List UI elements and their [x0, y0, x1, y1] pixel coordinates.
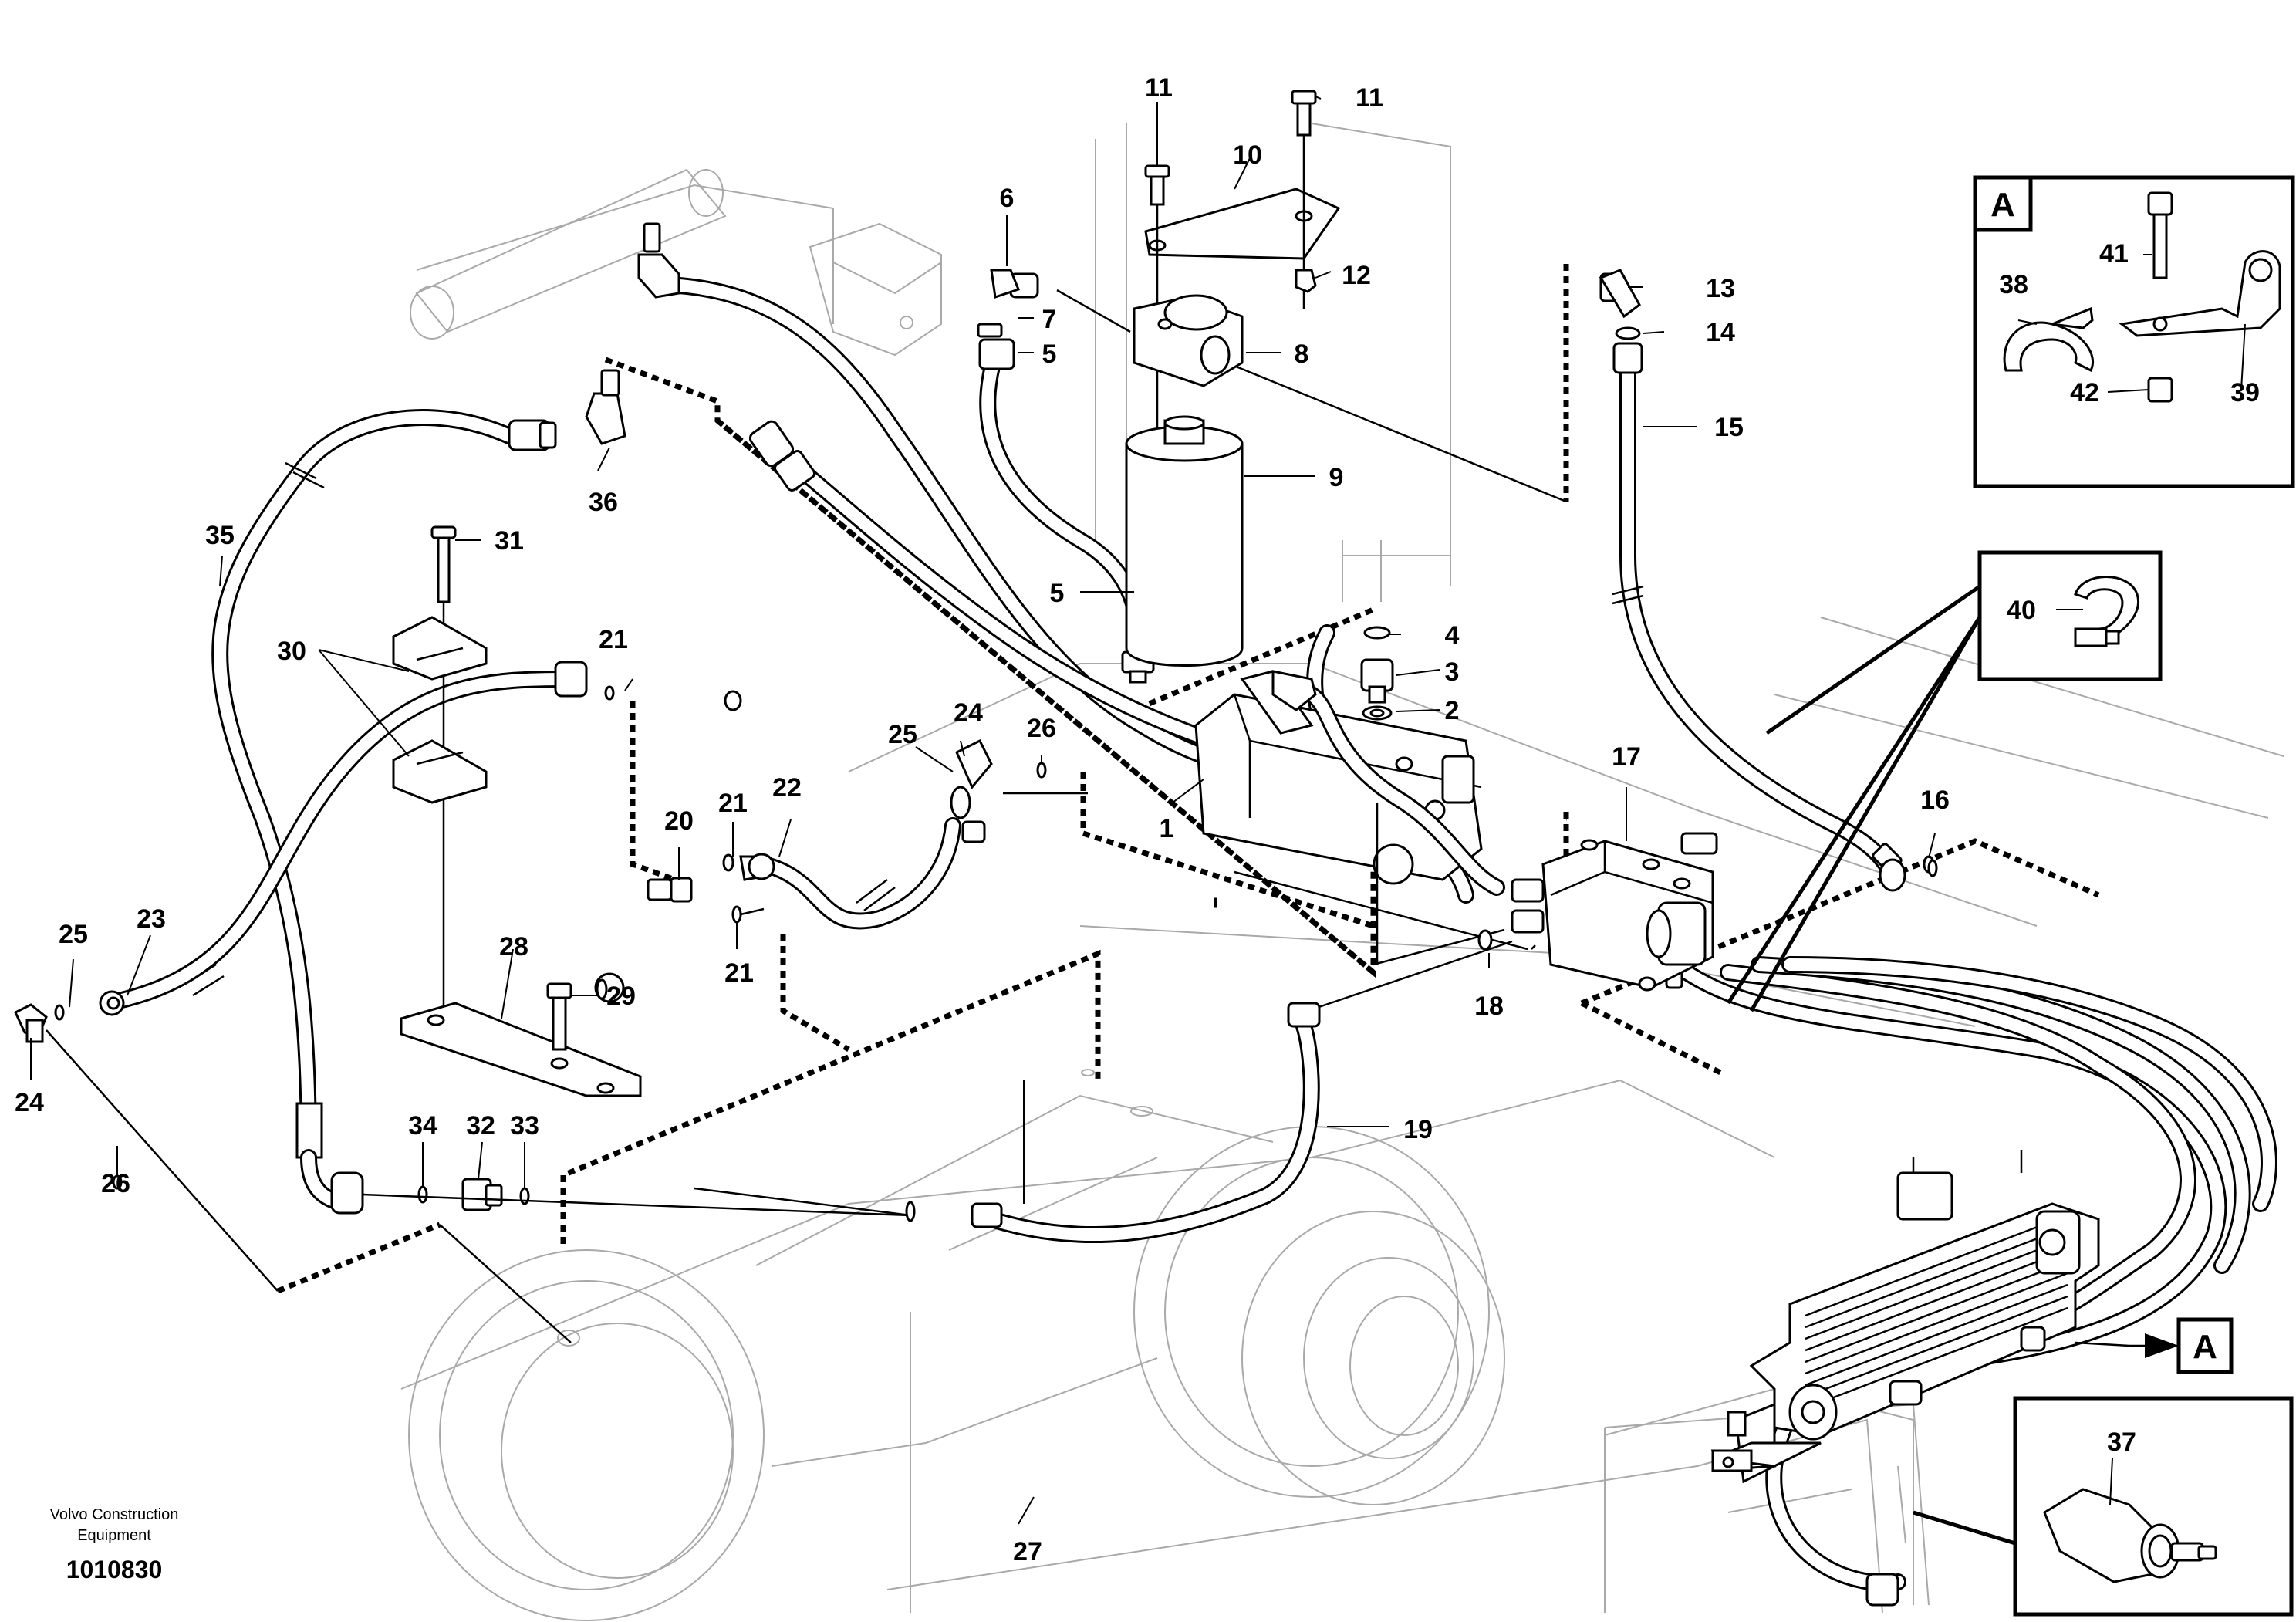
hose-23 [100, 671, 579, 1012]
callout-28: 28 [499, 932, 528, 961]
callout-11-right: 11 [1356, 83, 1383, 113]
drawing-number: 1010830 [66, 1556, 163, 1583]
callout-3: 3 [1445, 657, 1460, 687]
bracket-28 [400, 1002, 642, 1097]
axle-tube [410, 168, 727, 340]
callout-35: 35 [205, 521, 235, 550]
callout-8: 8 [1295, 340, 1309, 369]
callout-15: 15 [1714, 413, 1744, 442]
clamp-30 [392, 525, 488, 1011]
callout-12: 12 [1342, 261, 1371, 290]
callout-42: 42 [2070, 378, 2099, 407]
leader-lines [30, 96, 2246, 1525]
callout-40: 40 [2007, 596, 2036, 625]
detail-box-a: A [1973, 175, 2295, 488]
valve-17 [1511, 832, 1718, 992]
callout-1: 1 [1160, 814, 1174, 843]
axle-housing [408, 1069, 1505, 1621]
callout-33: 33 [510, 1111, 539, 1140]
callout-box-a: A [2075, 1317, 2234, 1374]
valve-items-2-3-4 [1360, 626, 1394, 721]
bolt-29 [546, 982, 572, 1051]
callout-14: 14 [1706, 318, 1735, 347]
fittings [14, 222, 1938, 1607]
filter-head-8 [1133, 294, 1244, 387]
callout-23: 23 [137, 904, 166, 934]
detail-box-40 [1977, 550, 2163, 681]
callout-7: 7 [1042, 305, 1057, 334]
hose-cooler-bundle [1658, 948, 2277, 1592]
oil-cooler [1710, 1150, 2100, 1484]
callout-18: 18 [1474, 992, 1504, 1021]
callout-5-mid: 5 [1050, 579, 1065, 608]
callout-6: 6 [1000, 184, 1015, 213]
detail-pointers [1726, 584, 2016, 1546]
detail-box-37 [2013, 1396, 2294, 1617]
callout-9: 9 [1329, 463, 1344, 492]
callout-31: 31 [495, 526, 524, 556]
callout-20: 20 [664, 806, 694, 836]
hose-15 [1619, 354, 1899, 880]
callout-10: 10 [1233, 140, 1262, 170]
callout-37: 37 [2107, 1428, 2136, 1457]
callout-22: 22 [772, 773, 802, 803]
callout-24-left: 24 [15, 1088, 44, 1117]
callout-21-lower: 21 [724, 958, 754, 988]
callout-16: 16 [1920, 786, 1950, 815]
callout-25-mid: 25 [888, 720, 917, 749]
valve-block-1 [1194, 670, 1505, 965]
callout-19: 19 [1403, 1115, 1433, 1144]
callout-4: 4 [1445, 621, 1460, 650]
callout-39: 39 [2230, 378, 2260, 407]
callout-32: 32 [466, 1111, 495, 1140]
callout-30: 30 [277, 637, 306, 666]
hose-break-markers [184, 461, 1644, 997]
callout-21-upper: 21 [599, 625, 628, 654]
callout-29: 29 [606, 982, 636, 1011]
callout-26-left: 26 [101, 1169, 130, 1198]
callout-21-mid: 21 [718, 789, 748, 818]
callout-34: 34 [408, 1111, 437, 1140]
fittings-bottom [300, 1149, 916, 1222]
callout-11-left: 11 [1145, 73, 1173, 103]
hose-22 [755, 817, 961, 930]
hose-19 [971, 1018, 1320, 1244]
callout-36: 36 [589, 488, 618, 517]
callout-17: 17 [1612, 742, 1641, 772]
callout-38: 38 [1999, 270, 2028, 299]
callout-box-letter: A [2193, 1328, 2217, 1366]
callout-13: 13 [1706, 274, 1735, 303]
brand-line-1: Volvo Construction [50, 1506, 179, 1523]
callout-26-mid: 26 [1027, 714, 1056, 743]
callout-41: 41 [2099, 239, 2129, 269]
callout-24-mid: 24 [954, 698, 983, 728]
hose-35 [211, 409, 518, 1166]
callout-27: 27 [1013, 1537, 1042, 1566]
filter-9 [1125, 415, 1244, 667]
dashed-reference-lines [276, 264, 2100, 1294]
detail-box-letter: A [1990, 186, 2015, 224]
callout-5-top: 5 [1042, 340, 1057, 369]
footer: Volvo Construction Equipment 1010830 [50, 1506, 179, 1583]
mount-bracket-ghost [809, 222, 942, 357]
callout-labels: 11 11 10 12 6 7 5 8 9 5 4 3 2 13 14 15 1… [15, 73, 2260, 1566]
callout-2: 2 [1445, 696, 1460, 725]
brand-line-2: Equipment [77, 1527, 151, 1544]
callout-25-left: 25 [59, 920, 88, 949]
